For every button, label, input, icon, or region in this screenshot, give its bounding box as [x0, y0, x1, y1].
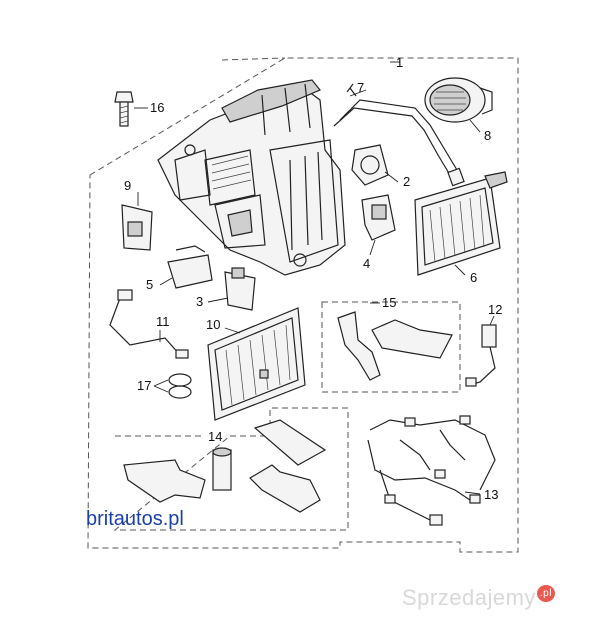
callout-8: 8 — [484, 128, 491, 143]
heater-core-part — [414, 171, 508, 276]
heater-pipes-part — [333, 83, 465, 187]
actuator-2-part — [351, 144, 389, 186]
kit-15-boundary — [321, 301, 461, 393]
callout-3: 3 — [196, 294, 203, 309]
evaporator-part — [207, 307, 306, 421]
callout-10: 10 — [206, 317, 220, 332]
watermark-name: Sprzedajemy — [402, 585, 536, 610]
watermark-tld-badge: .pl — [536, 585, 555, 602]
watermark: Sprzedajemy.pl — [402, 585, 555, 611]
o-rings-part — [168, 373, 192, 399]
kit-14-parts — [123, 419, 327, 513]
callout-5: 5 — [146, 277, 153, 292]
callout-15: 15 — [382, 295, 396, 310]
assembly-boundary — [87, 57, 519, 553]
actuator-5-part — [167, 245, 213, 289]
blower-motor-part — [424, 77, 493, 123]
callout-14: 14 — [208, 429, 222, 444]
callout-1: 1 — [396, 55, 403, 70]
callout-6: 6 — [470, 270, 477, 285]
actuator-4-part — [361, 194, 396, 241]
leader-lines — [134, 61, 495, 495]
brand-text: britautos.pl — [86, 508, 184, 530]
callout-17: 17 — [137, 378, 151, 393]
control-module-9-part — [121, 204, 153, 251]
callout-13: 13 — [484, 487, 498, 502]
callout-12: 12 — [488, 302, 502, 317]
callout-9: 9 — [124, 178, 131, 193]
bolt-part — [114, 91, 134, 127]
sensor-lead-11-part — [109, 289, 189, 359]
callout-16: 16 — [150, 100, 164, 115]
wiring-harness-13-part — [367, 415, 496, 526]
actuator-3-part — [224, 267, 256, 311]
callout-11: 11 — [156, 314, 170, 329]
callout-4: 4 — [363, 256, 370, 271]
callout-7: 7 — [357, 80, 364, 95]
heater-box-dashed-extension — [221, 57, 286, 61]
callout-2: 2 — [403, 174, 410, 189]
heater-box-assembly — [157, 79, 346, 276]
harness-12-part — [465, 324, 497, 387]
kit-15-parts — [337, 311, 453, 381]
